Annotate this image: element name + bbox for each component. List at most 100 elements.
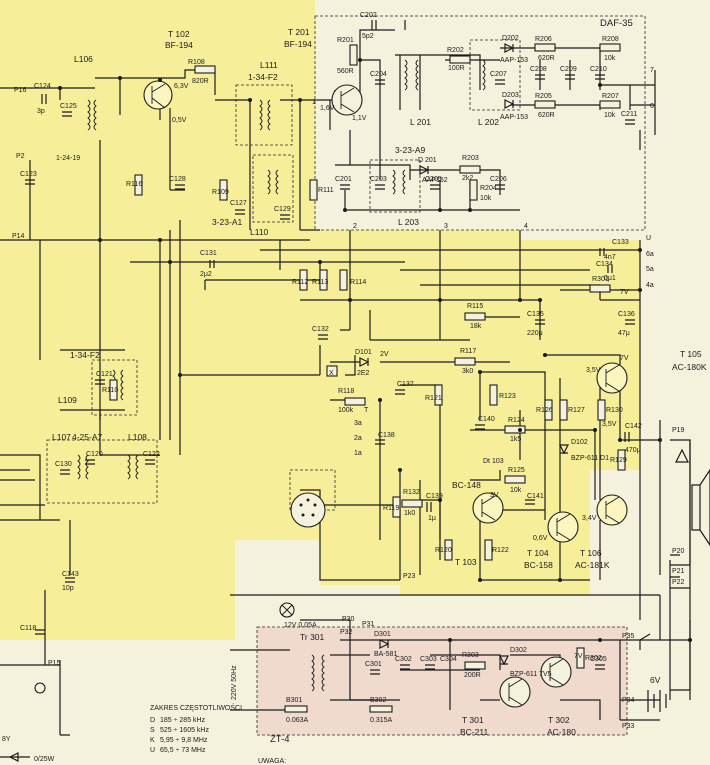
r115-label: R115	[467, 303, 483, 310]
transistors	[143, 80, 628, 708]
r119-label: R119	[383, 505, 399, 512]
range-s-band: S	[150, 727, 155, 734]
c131-label: C131	[200, 250, 217, 257]
t104-ref: T 104	[527, 548, 549, 558]
l107-code: 4-25-A7	[72, 432, 103, 442]
c120-label: C120	[86, 451, 103, 458]
r117-label: R117	[460, 348, 476, 355]
c211-label: C211	[621, 111, 637, 118]
c202-value: 5p2	[362, 33, 374, 40]
r130-label: R130	[606, 407, 623, 414]
r203-value: 2k2	[462, 175, 473, 182]
t301-type: BC-211	[460, 727, 488, 737]
c205-label: C205	[425, 176, 442, 183]
l203-label: L 203	[398, 217, 419, 227]
l202-label: L 202	[478, 117, 499, 127]
volt-2v: 2V	[380, 351, 389, 358]
r203-label: R203	[462, 155, 479, 162]
r206-label: R206	[535, 36, 552, 43]
c139-value: 1μ	[428, 515, 436, 522]
daf35-module-region	[314, 15, 646, 231]
p16-label: P16	[14, 87, 27, 94]
range-s-value: 525 ÷ 1605 kHz	[160, 727, 209, 734]
node-4-label: 4	[524, 223, 528, 230]
l108-label: L108	[128, 432, 147, 442]
volt-7v: 7V	[620, 289, 629, 296]
t103-type: BC-148	[452, 480, 481, 490]
r125-label: R125	[508, 467, 525, 474]
r303-label: R303	[462, 652, 479, 659]
resistors	[109, 43, 626, 670]
r207-value: 10k	[604, 112, 616, 119]
t201-type: BF-194	[284, 39, 312, 49]
p2-label: P2	[16, 153, 25, 160]
c210-label: C210	[590, 66, 607, 73]
p34-label: P34	[622, 697, 635, 704]
c137-label: C137	[397, 381, 414, 388]
c123-label: C123	[20, 171, 37, 178]
d102-type: BZP-611 D1	[571, 455, 609, 462]
c130-label: C130	[55, 461, 72, 468]
c134-label: C134	[596, 261, 613, 268]
diodes	[359, 43, 569, 666]
r127-label: R127	[568, 407, 585, 414]
r117-value: 3k0	[462, 368, 473, 375]
t1a-label: 1a	[354, 450, 362, 457]
r208-value: 10k	[604, 55, 616, 62]
r201-label: R201	[337, 37, 354, 44]
l106-code: 1-24-19	[56, 155, 80, 162]
p15-label: P15	[48, 660, 61, 667]
d203-type: AAP-153	[500, 114, 528, 121]
volt-05v: 0,5V	[172, 117, 187, 124]
speaker-icon	[691, 468, 710, 547]
c143-value: 10p	[62, 585, 74, 592]
c209-label: C209	[560, 66, 577, 73]
n7-label: 7	[650, 67, 654, 74]
r110-label: R110	[102, 387, 118, 394]
c125-label: C125	[60, 103, 77, 110]
r108-value: 820R	[192, 78, 209, 85]
t102-ref: T 102	[168, 29, 190, 39]
u-label: U	[646, 235, 651, 242]
volt-1v1: 1,1V	[352, 115, 367, 122]
junction-dots	[58, 58, 692, 642]
r205-value: 620R	[538, 112, 555, 119]
n6-label: 6	[650, 103, 654, 110]
c141-label: C141	[527, 493, 544, 500]
r121-label: R121	[425, 395, 442, 402]
zt4-label: ZT-4	[270, 734, 290, 745]
l110-label: L110	[250, 227, 269, 237]
x-label: X	[329, 370, 334, 377]
r123-label: R123	[499, 393, 516, 400]
range-u-value: 65,5 ÷ 73 MHz	[160, 747, 206, 754]
th103-label: Dt 103	[483, 458, 504, 465]
t3a-label: 3a	[354, 420, 362, 427]
t104-type: BC-158	[524, 560, 553, 570]
daf35-label: DAF-35	[600, 18, 633, 29]
r302-label: R302	[585, 655, 602, 662]
footer-note: UWAGA:	[258, 758, 286, 765]
c201-label: C201	[335, 176, 352, 183]
c136-label: C136	[618, 311, 635, 318]
c135-label: C135	[527, 311, 544, 318]
c122-label: C122	[143, 451, 160, 458]
node-1-label: 1	[312, 99, 316, 106]
c206-label: C206	[490, 176, 507, 183]
d302-type: BZP-611 7V5	[510, 671, 552, 678]
l110-code: 3-23-A1	[212, 217, 243, 227]
r114-label: R114	[350, 279, 366, 286]
shield-boxes	[46, 39, 521, 511]
p32-label: P32	[340, 629, 353, 636]
c304-label: C304	[440, 656, 457, 663]
battery-icon	[647, 690, 667, 712]
r207-label: R207	[602, 93, 619, 100]
r120-label: R120	[435, 547, 452, 554]
t201-ref: T 201	[288, 27, 310, 37]
tr301-label: Tr 301	[300, 632, 325, 642]
c142-value: 470μ	[625, 447, 641, 454]
capacitors	[25, 20, 635, 675]
d201-label: D 201	[418, 157, 437, 164]
zt4-psu-region	[256, 626, 628, 736]
footer-switch: 0/25W	[34, 756, 55, 763]
r202-value: 100R	[448, 65, 465, 72]
